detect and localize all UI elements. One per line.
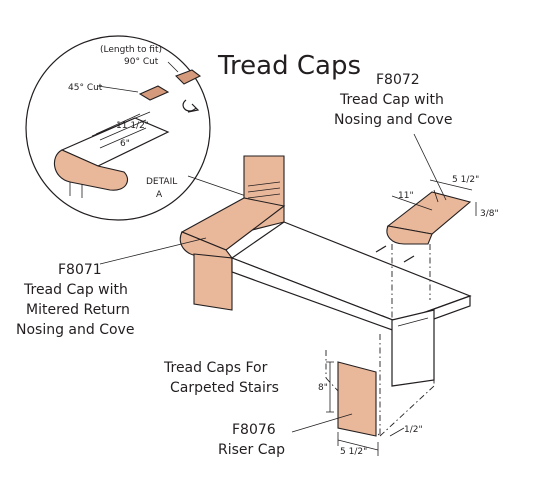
f8072-dim-thick: 3/8" — [480, 209, 499, 219]
detail-label-line1: DETAIL — [146, 177, 177, 187]
f8076-line1: Riser Cap — [218, 442, 285, 458]
detail-dim-11-5: 11 1/2" — [116, 121, 149, 131]
f8072-leader — [413, 133, 447, 201]
f8072-line2: Nosing and Cove — [334, 112, 452, 128]
f8076-dim-width: 5 1/2" — [340, 447, 367, 457]
f8076-dim-thick: 1/2" — [404, 425, 423, 435]
f8071-line3: Nosing and Cove — [16, 322, 134, 338]
dimension-marks — [326, 179, 477, 456]
diagram-title: Tread Caps — [217, 51, 361, 81]
f8076-leader — [291, 413, 353, 433]
detail-label-line2: A — [156, 190, 163, 200]
f8072-line1: Tread Cap with — [339, 92, 444, 108]
detail-dim-6: 6" — [120, 139, 130, 149]
carpeted-line2: Carpeted Stairs — [170, 380, 279, 396]
f8071-leader — [99, 237, 207, 265]
f8076-dim-height: 8" — [318, 383, 328, 393]
f8072-dim-width: 5 1/2" — [452, 175, 479, 185]
f8072-code: F8072 — [376, 72, 420, 88]
detail-cut-90: 90° Cut — [124, 57, 159, 67]
f8072-dim-depth: 11" — [398, 191, 414, 201]
f8071-line1: Tread Cap with — [23, 282, 128, 298]
carpeted-line1: Tread Caps For — [163, 360, 268, 376]
detail-cut-45: 45° Cut — [68, 83, 103, 93]
stair-assembly — [179, 155, 472, 437]
detail-length-note: (Length to fit) — [100, 45, 162, 55]
f8071-code: F8071 — [58, 262, 102, 278]
f8076-code: F8076 — [232, 422, 276, 438]
detail-a-inset — [25, 35, 211, 221]
f8071-line2: Mitered Return — [26, 302, 130, 318]
